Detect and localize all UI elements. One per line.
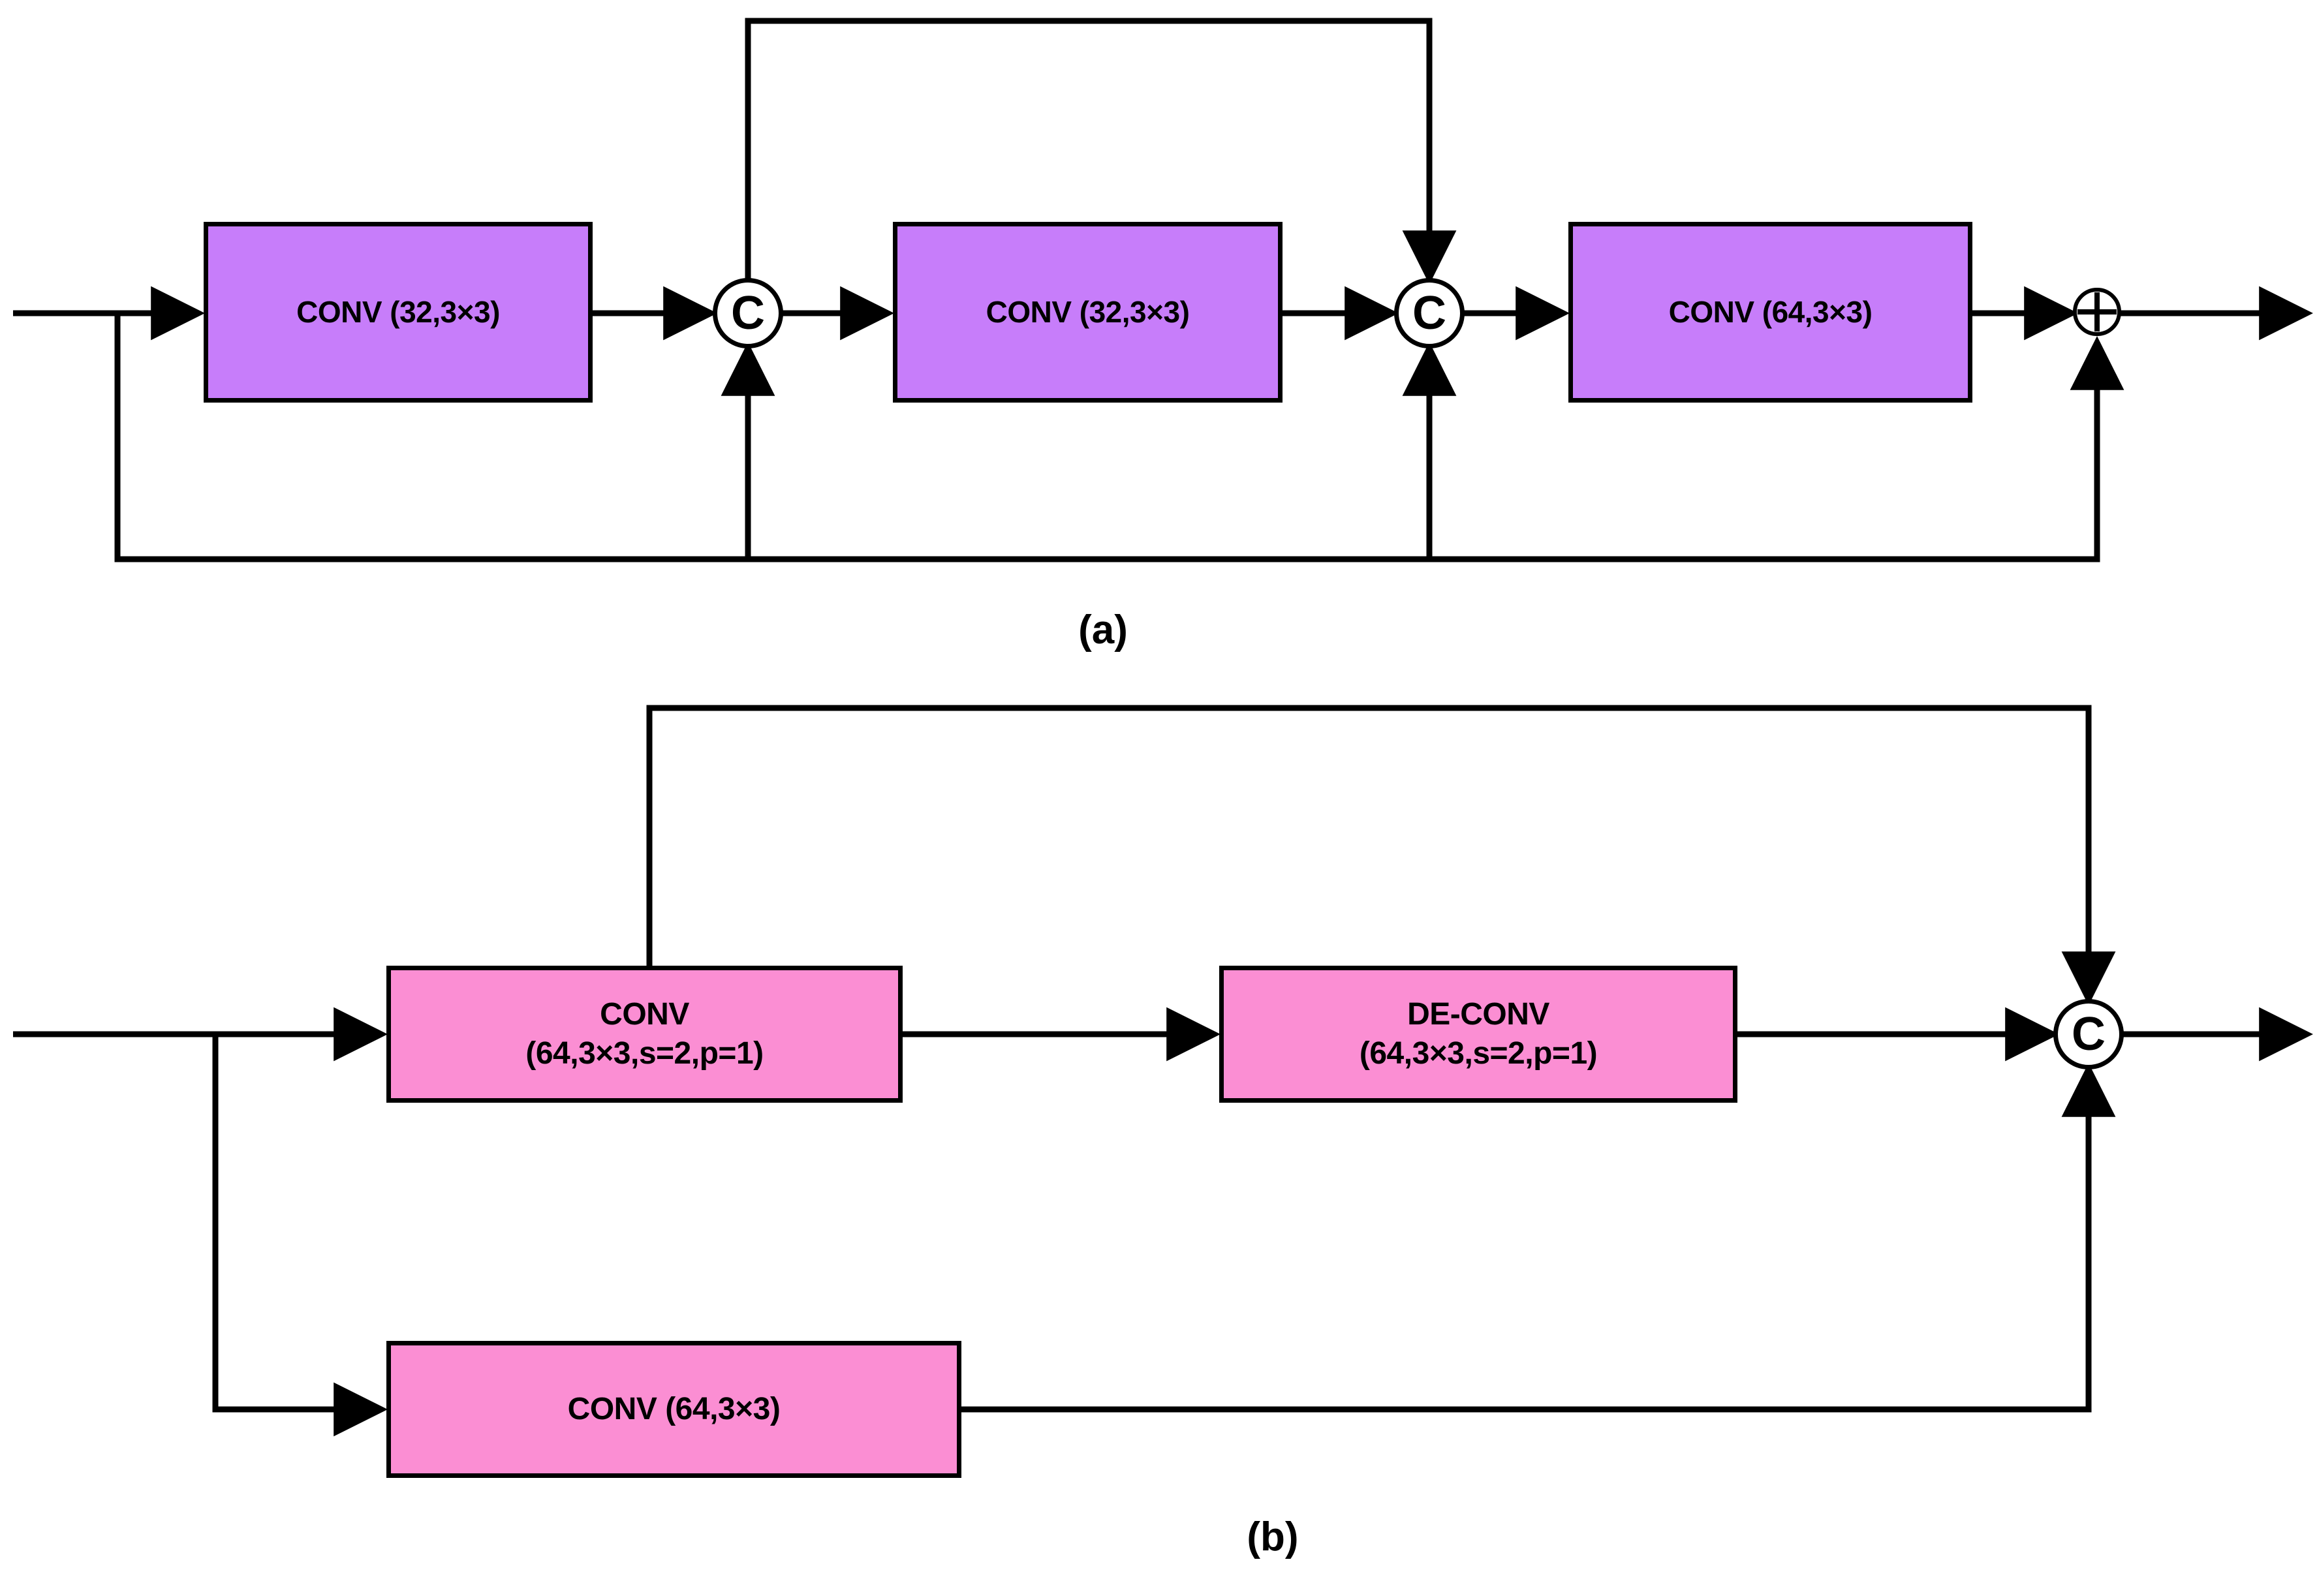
conv-down-b1-line1: CONV bbox=[600, 997, 689, 1032]
plus-icon bbox=[2077, 292, 2117, 331]
deconv-up-b2-line2: (64,3×3,s=2,p=1) bbox=[1359, 1036, 1598, 1071]
deconv-up-b2-line1: DE-CONV bbox=[1407, 997, 1549, 1032]
panel-b-caption: (b) bbox=[1188, 1514, 1358, 1560]
conv-64-b3-label: CONV (64,3×3) bbox=[567, 1392, 781, 1426]
concat-b1-symbol: C bbox=[2072, 1008, 2106, 1060]
concat-a2-symbol: C bbox=[1412, 287, 1446, 339]
panel-a-caption-text: (a) bbox=[1078, 607, 1128, 652]
conv-down-b1[interactable]: CONV (64,3×3,s=2,p=1) bbox=[386, 966, 903, 1103]
conv-64-a3-label: CONV (64,3×3) bbox=[1668, 294, 1873, 329]
conv-32-a1-label: CONV (32,3×3) bbox=[296, 294, 500, 329]
conv-down-b1-line2: (64,3×3,s=2,p=1) bbox=[525, 1036, 764, 1071]
panel-a-caption: (a) bbox=[1018, 607, 1188, 653]
concat-a1-symbol: C bbox=[731, 287, 765, 339]
concat-a2[interactable]: C bbox=[1394, 278, 1465, 348]
wire-b-input-to-conv64 bbox=[212, 1034, 388, 1437]
wire-b-conv64-to-concat bbox=[961, 1062, 2116, 1413]
concat-a1[interactable]: C bbox=[713, 278, 783, 348]
conv-32-a2-label: CONV (32,3×3) bbox=[986, 294, 1190, 329]
wire-b-top-skip bbox=[646, 705, 2116, 1006]
conv-64-b3[interactable]: CONV (64,3×3) bbox=[386, 1341, 961, 1478]
panel-b-caption-text: (b) bbox=[1247, 1514, 1299, 1559]
conv-64-a3[interactable]: CONV (64,3×3) bbox=[1568, 222, 1972, 403]
conv-32-a1[interactable]: CONV (32,3×3) bbox=[204, 222, 593, 403]
deconv-up-b2[interactable]: DE-CONV (64,3×3,s=2,p=1) bbox=[1219, 966, 1737, 1103]
add-a1[interactable] bbox=[2073, 288, 2121, 336]
conv-32-a2[interactable]: CONV (32,3×3) bbox=[893, 222, 1283, 403]
concat-b1[interactable]: C bbox=[2053, 999, 2124, 1069]
